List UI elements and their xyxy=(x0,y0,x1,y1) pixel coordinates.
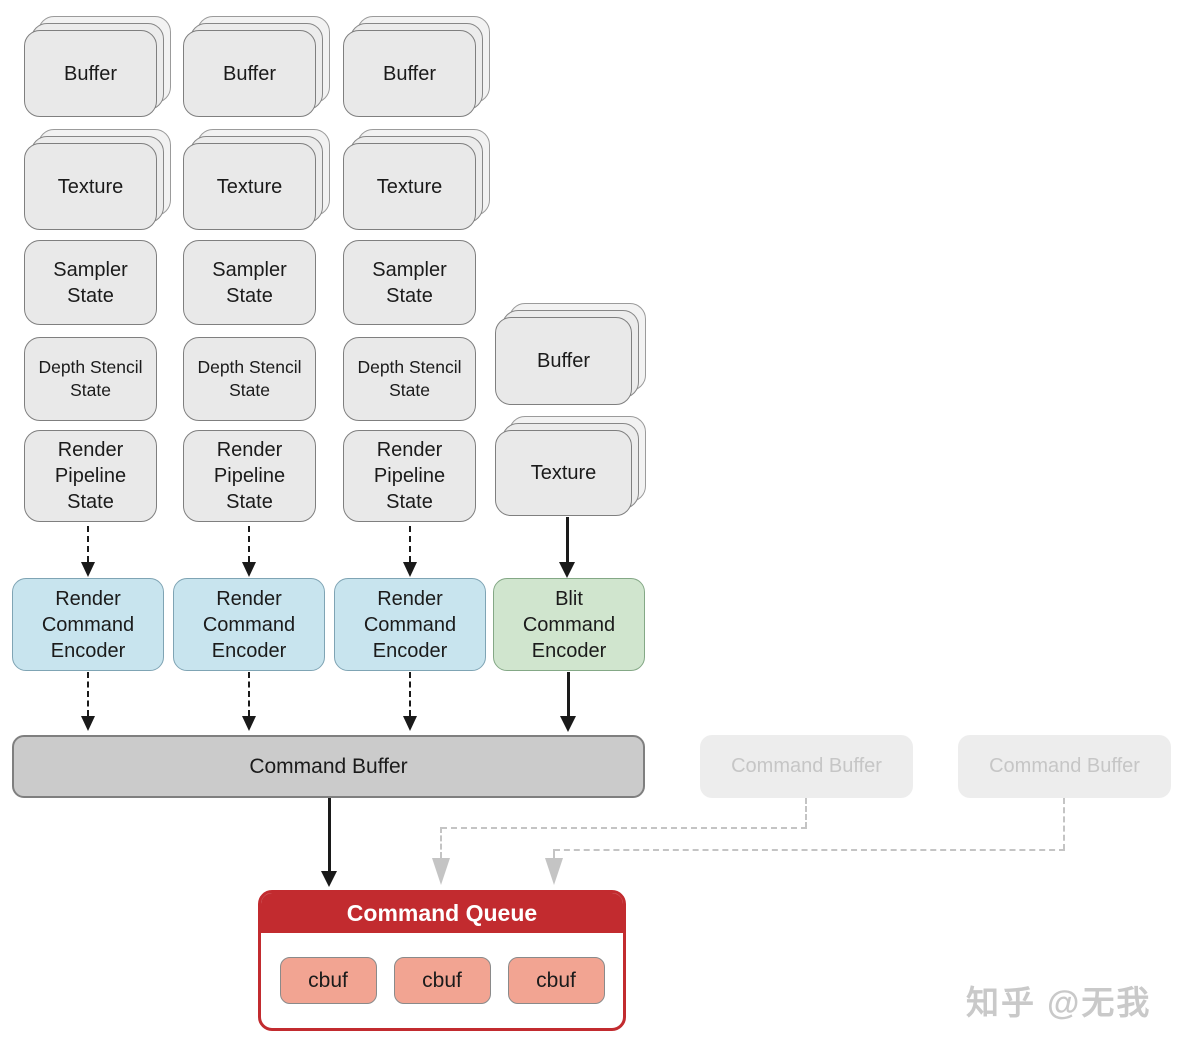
render-command-encoder-1: Render Command Encoder xyxy=(12,578,164,671)
inactive-command-buffer-2: Command Buffer xyxy=(958,735,1171,798)
solid-arrow-line xyxy=(566,517,569,562)
render-pipeline-state-card-col3: Render Pipeline State xyxy=(343,430,476,522)
solid-arrow-line xyxy=(567,672,570,716)
buffer-label: Buffer xyxy=(383,62,436,85)
cbuf-item-1: cbuf xyxy=(279,957,377,1004)
dashed-arrow-line xyxy=(409,672,411,716)
sampler-state-label: Sampler State xyxy=(212,258,287,307)
blit-command-encoder: Blit Command Encoder xyxy=(493,578,645,671)
texture-stack-col1: Texture xyxy=(24,129,171,230)
command-buffer-bar: Command Buffer xyxy=(12,735,645,798)
command-queue-body: cbuf cbuf cbuf xyxy=(261,957,623,1004)
watermark-text: 知乎 @无我 xyxy=(966,984,1152,1021)
sampler-state-label: Sampler State xyxy=(372,258,447,307)
dashed-arrow-line xyxy=(409,526,411,562)
cbuf-item-2: cbuf xyxy=(393,957,491,1004)
buffer-stack-col1: Buffer xyxy=(24,16,171,117)
render-pipeline-state-label: Render Pipeline State xyxy=(213,439,286,513)
inactive-command-buffer-label: Command Buffer xyxy=(989,755,1140,777)
depth-stencil-state-label: Depth Stencil State xyxy=(38,357,143,400)
render-pipeline-state-label: Render Pipeline State xyxy=(373,439,446,513)
render-pipeline-state-label: Render Pipeline State xyxy=(54,439,127,513)
buffer-card: Buffer xyxy=(343,30,476,117)
texture-label: Texture xyxy=(530,462,597,484)
depth-stencil-state-label: Depth Stencil State xyxy=(357,357,462,400)
command-queue: Command Queue cbuf cbuf cbuf xyxy=(258,890,626,1031)
cbuf-item-3: cbuf xyxy=(507,957,605,1004)
depth-stencil-state-card-col2: Depth Stencil State xyxy=(183,337,316,421)
buffer-label: Buffer xyxy=(537,350,590,372)
gray-connector-line xyxy=(441,827,807,829)
sampler-state-label: Sampler State xyxy=(53,258,128,307)
dashed-arrow-line xyxy=(248,526,250,562)
cbuf-label: cbuf xyxy=(308,968,348,992)
command-queue-header: Command Queue xyxy=(261,893,623,933)
arrowhead-down-icon xyxy=(242,562,256,577)
arrowhead-down-icon xyxy=(403,562,417,577)
buffer-label: Buffer xyxy=(64,62,117,85)
gray-connector-line xyxy=(554,849,1065,851)
cbuf-label: cbuf xyxy=(536,968,576,992)
buffer-label: Buffer xyxy=(223,62,276,85)
render-pipeline-state-card-col2: Render Pipeline State xyxy=(183,430,316,522)
encoder-label: Render Command Encoder xyxy=(41,587,135,662)
texture-stack-col2: Texture xyxy=(183,129,330,230)
render-pipeline-state-card-col1: Render Pipeline State xyxy=(24,430,157,522)
gray-arrowhead-down-icon xyxy=(432,858,450,885)
render-command-encoder-3: Render Command Encoder xyxy=(334,578,486,671)
encoder-label: Blit Command Encoder xyxy=(522,587,616,662)
arrowhead-down-icon xyxy=(321,871,337,887)
arrowhead-down-icon xyxy=(559,562,575,578)
solid-arrow-line xyxy=(328,798,331,871)
texture-stack-blit: Texture xyxy=(495,416,646,516)
texture-card: Texture xyxy=(343,143,476,230)
texture-label: Texture xyxy=(57,175,124,198)
buffer-stack-col3: Buffer xyxy=(343,16,490,117)
encoder-label: Render Command Encoder xyxy=(363,587,457,662)
texture-card: Texture xyxy=(495,430,632,516)
dashed-arrow-line xyxy=(87,526,89,562)
depth-stencil-state-card-col1: Depth Stencil State xyxy=(24,337,157,421)
dashed-arrow-line xyxy=(87,672,89,716)
texture-card: Texture xyxy=(183,143,316,230)
buffer-stack-blit: Buffer xyxy=(495,303,646,405)
command-buffer-label: Command Buffer xyxy=(249,754,408,778)
inactive-command-buffer-1: Command Buffer xyxy=(700,735,913,798)
encoder-label: Render Command Encoder xyxy=(202,587,296,662)
texture-stack-col3: Texture xyxy=(343,129,490,230)
gray-arrowhead-down-icon xyxy=(545,858,563,885)
gray-connector-line xyxy=(805,798,807,828)
render-command-encoder-2: Render Command Encoder xyxy=(173,578,325,671)
sampler-state-card-col3: Sampler State xyxy=(343,240,476,325)
depth-stencil-state-card-col3: Depth Stencil State xyxy=(343,337,476,421)
texture-card: Texture xyxy=(24,143,157,230)
gray-connector-line xyxy=(553,849,555,858)
arrowhead-down-icon xyxy=(81,562,95,577)
cbuf-label: cbuf xyxy=(422,968,462,992)
sampler-state-card-col2: Sampler State xyxy=(183,240,316,325)
buffer-card: Buffer xyxy=(495,317,632,405)
dashed-arrow-line xyxy=(248,672,250,716)
arrowhead-down-icon xyxy=(403,716,417,731)
texture-label: Texture xyxy=(376,175,443,198)
buffer-card: Buffer xyxy=(24,30,157,117)
arrowhead-down-icon xyxy=(242,716,256,731)
texture-label: Texture xyxy=(216,175,283,198)
arrowhead-down-icon xyxy=(81,716,95,731)
sampler-state-card-col1: Sampler State xyxy=(24,240,157,325)
gray-connector-line xyxy=(440,827,442,858)
arrowhead-down-icon xyxy=(560,716,576,732)
command-queue-title: Command Queue xyxy=(346,899,538,926)
buffer-card: Buffer xyxy=(183,30,316,117)
buffer-stack-col2: Buffer xyxy=(183,16,330,117)
inactive-command-buffer-label: Command Buffer xyxy=(731,755,882,777)
gray-connector-line xyxy=(1063,798,1065,850)
depth-stencil-state-label: Depth Stencil State xyxy=(197,357,302,400)
